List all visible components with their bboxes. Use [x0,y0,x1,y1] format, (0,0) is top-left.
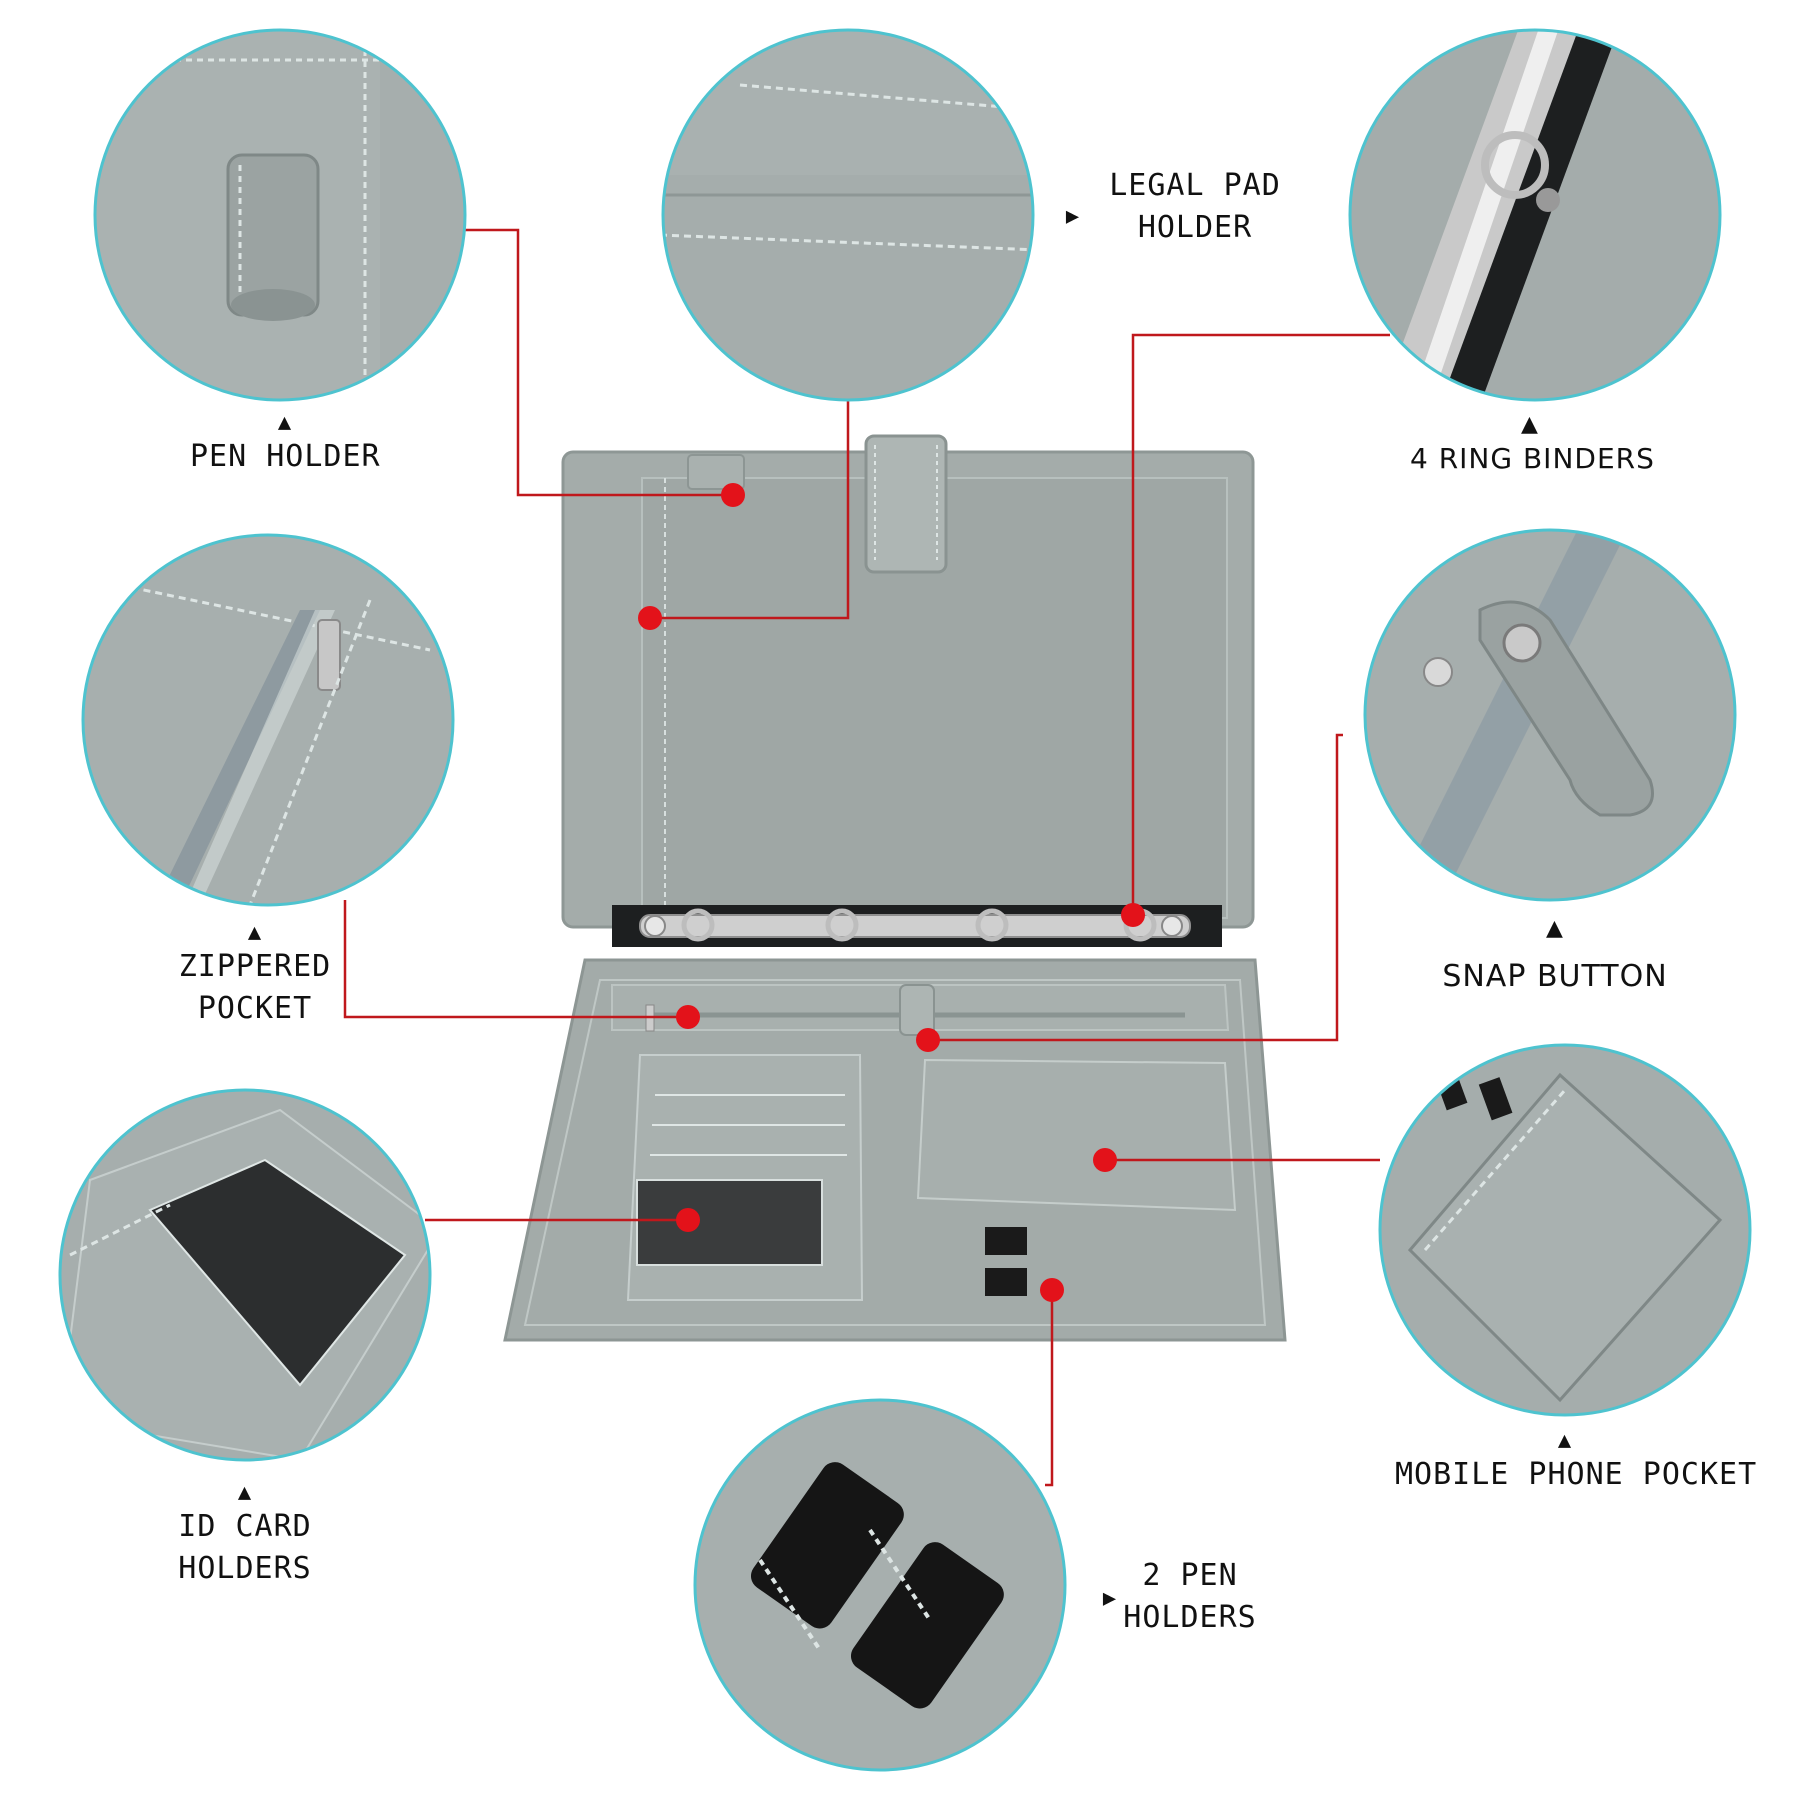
id-card-line1: ID CARD [178,1509,312,1544]
detail-circle-ring-binders [1348,28,1722,402]
label-legal-pad-holder: LEGAL PAD HOLDER [1100,165,1290,249]
pen-holder-loop [687,454,745,490]
id-card-line2: HOLDERS [178,1551,312,1586]
up-arrow-icon: ▲ [1521,412,1539,437]
label-zippered-pocket: ▲ ZIPPERED POCKET [160,920,350,1030]
dot-snap-button [916,1028,940,1052]
callout-lines [343,228,1390,1487]
right-arrow-icon: ▶ [1102,1586,1118,1611]
label-pen-holder: ▲ PEN HOLDER [190,410,380,478]
phone-pocket [916,1058,1237,1212]
up-arrow-icon: ▲ [1557,1428,1573,1453]
strap-tab [864,434,948,574]
callout-dots [638,483,1145,1302]
up-arrow-icon: ▲ [277,410,293,435]
phone-pocket-text: MOBILE PHONE POCKET [1395,1457,1758,1492]
snap-strap [899,984,935,1036]
dot-pen-holder [721,483,745,507]
up-arrow-icon: ▲ [247,920,263,945]
detail-circle-pen-holder [93,28,467,402]
right-arrow-icon: ▶ [1065,204,1081,229]
padfolio [503,434,1287,1342]
dot-ring-binders [1121,903,1145,927]
elastic-loop-1 [985,1227,1027,1255]
zippered-line2: POCKET [197,991,313,1026]
dot-zippered-pocket [676,1005,700,1029]
detail-circle-legal-pad [661,28,1035,402]
detail-circle-id-card [58,1088,432,1462]
label-ring-binders: ▲ 4 RING BINDERS [1410,412,1654,480]
two-pen-line1: 2 PEN [1142,1558,1238,1593]
legal-pad-line1: LEGAL PAD [1109,168,1281,203]
zippered-line1: ZIPPERED [178,949,332,984]
dot-pen-loops [1040,1278,1064,1302]
two-pen-line2: HOLDERS [1123,1600,1257,1635]
detail-circle-phone-pocket [1378,1043,1752,1417]
label-two-pen-holders: 2 PEN HOLDERS [1115,1555,1265,1639]
up-arrow-icon: ▲ [1546,916,1564,941]
detail-circle-pen-loops [693,1398,1067,1772]
legal-pad-line2: HOLDER [1137,210,1253,245]
dot-id-card [676,1208,700,1232]
label-snap-button: ▲ SNAP BUTTON [1425,916,1685,998]
elastic-loop-2 [985,1268,1027,1296]
pen-holder-text: PEN HOLDER [190,439,381,474]
ring-binders-text: 4 RING BINDERS [1410,442,1655,475]
id-window [636,1179,823,1266]
detail-circle-snap-button [1363,528,1737,902]
dot-legal-pad [638,606,662,630]
label-mobile-phone-pocket: ▲ MOBILE PHONE POCKET [1395,1428,1756,1496]
label-id-card-holders: ▲ ID CARD HOLDERS [150,1480,340,1590]
up-arrow-icon: ▲ [237,1480,253,1505]
dot-phone-pocket [1093,1148,1117,1172]
detail-circle-zippered-pocket [81,533,455,907]
snap-button-text: SNAP BUTTON [1442,959,1668,994]
